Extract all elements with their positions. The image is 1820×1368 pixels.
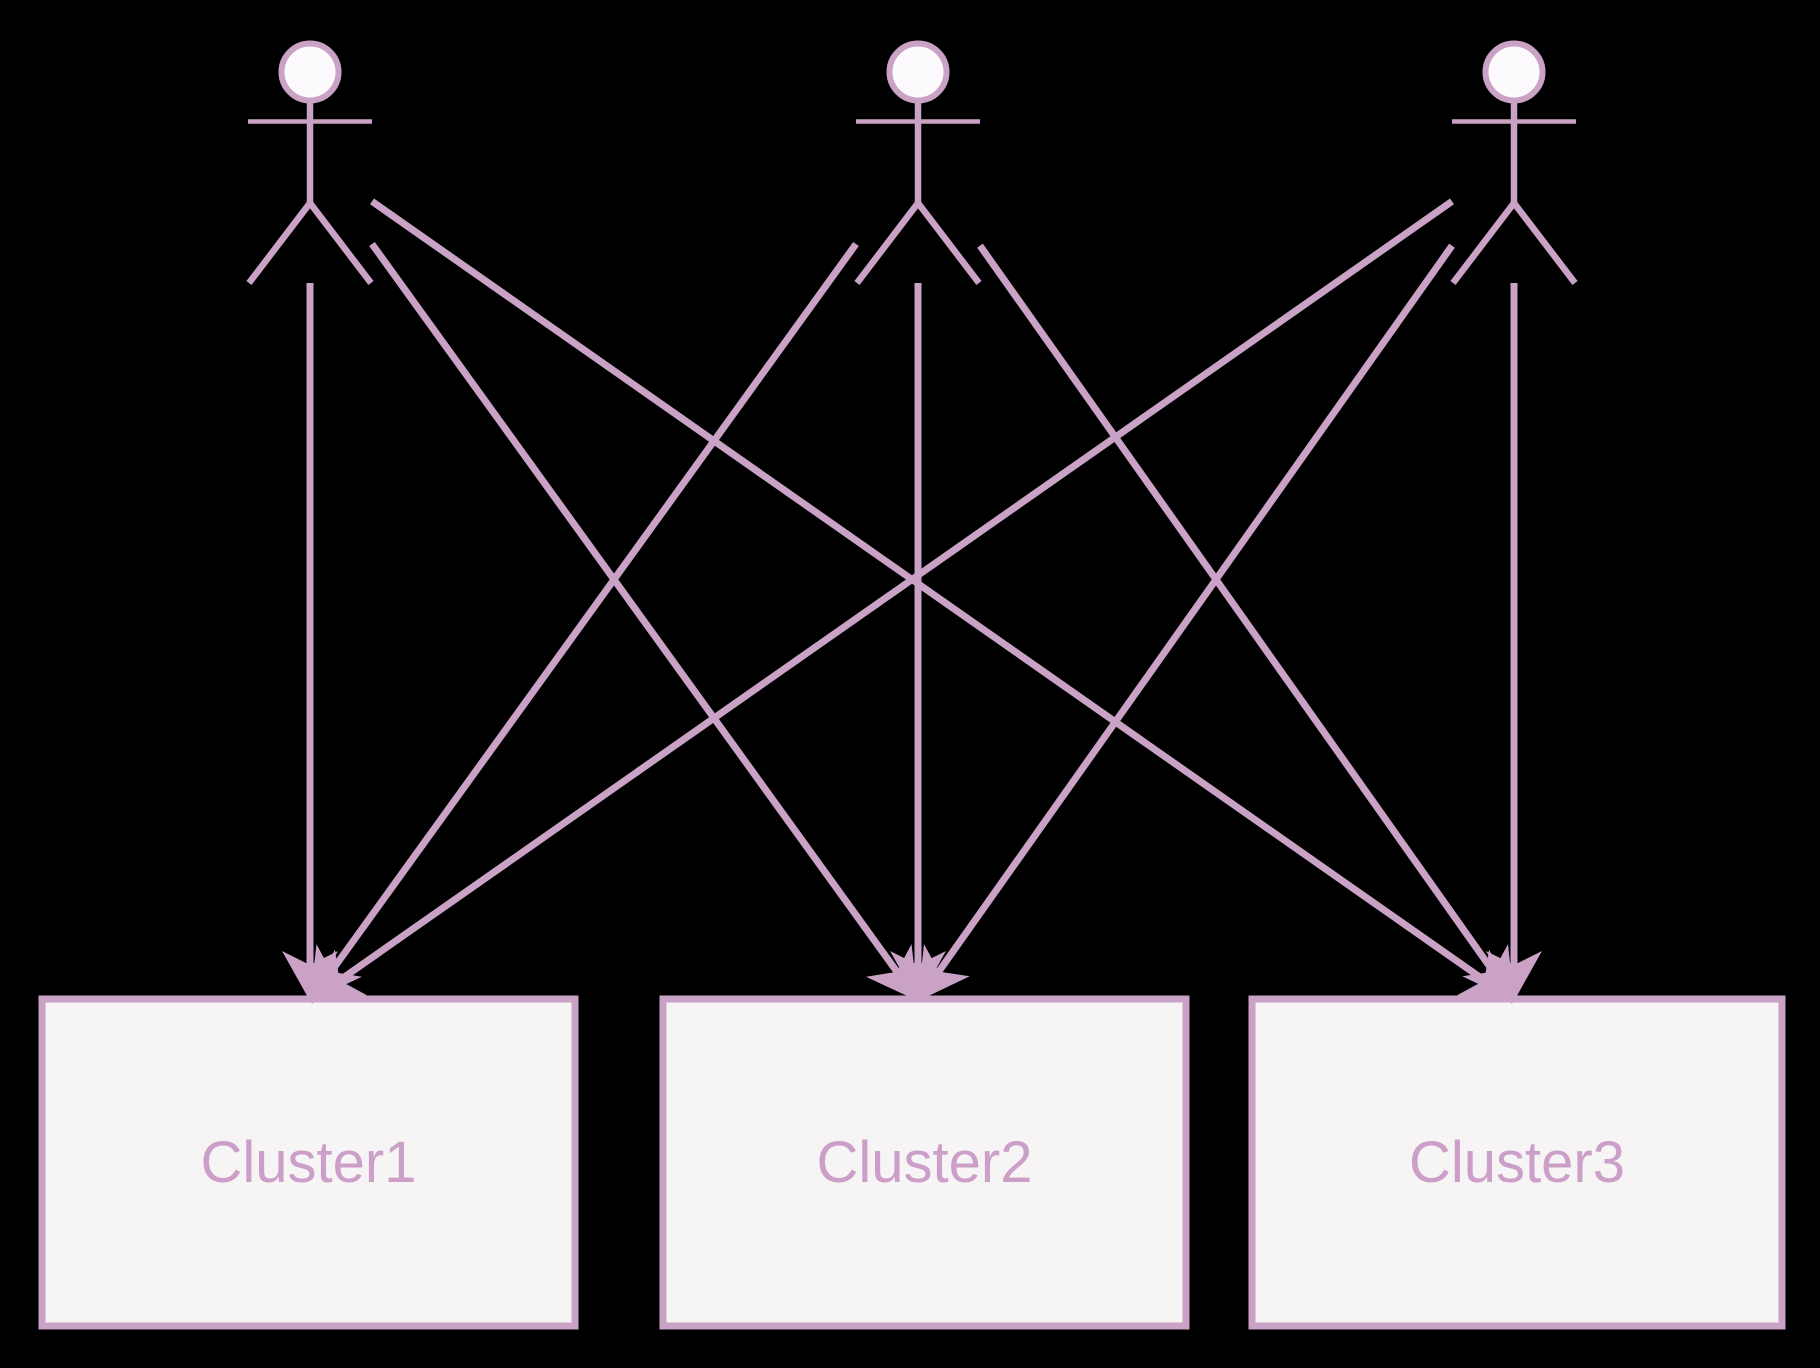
edge-actor1-cluster1 [282, 283, 338, 1001]
edge-line-actor1-cluster3 [369, 198, 1517, 1004]
cluster-box-cluster2 [659, 995, 1190, 1330]
cluster-node-cluster2: Cluster2 [659, 995, 1190, 1330]
actor-leg-left-actor1 [246, 201, 313, 285]
actor-head-icon-actor1 [278, 40, 342, 104]
cluster-node-cluster1: Cluster1 [38, 995, 579, 1330]
actor-leg-right-actor3 [1511, 201, 1578, 285]
arrowhead-icon-actor3-cluster1 [310, 949, 367, 1001]
cluster-label-cluster2: Cluster2 [817, 1130, 1033, 1195]
actor-actor1 [246, 40, 374, 285]
edge-line-actor2-cluster1 [307, 241, 859, 1004]
cluster-node-cluster3: Cluster3 [1248, 995, 1786, 1330]
edge-actor1-cluster3 [369, 198, 1517, 1004]
arrowhead-icon-actor3-cluster2 [918, 944, 970, 1001]
edge-actor1-cluster2 [369, 241, 921, 1004]
edge-line-actor2-cluster3 [977, 243, 1517, 1004]
actor-actor3 [1450, 40, 1578, 285]
arrowhead-icon-actor1-cluster2 [866, 944, 918, 1001]
edge-actor3-cluster2 [915, 243, 1455, 1004]
edge-actor2-cluster1 [307, 241, 859, 1004]
edge-line-actor3-cluster2 [915, 243, 1455, 1004]
actor-leg-left-actor3 [1450, 201, 1517, 285]
actor-leg-right-actor2 [915, 201, 982, 285]
edge-actor3-cluster3 [1486, 283, 1542, 1001]
cluster-box-cluster1 [38, 995, 579, 1330]
edge-actor2-cluster2 [890, 283, 946, 1001]
cluster-label-cluster1: Cluster1 [201, 1130, 417, 1195]
actor-actor2 [854, 40, 982, 285]
arrowhead-icon-actor3-cluster3 [1486, 951, 1542, 1001]
edge-line-actor1-cluster2 [369, 241, 921, 1004]
actor-leg-left-actor2 [854, 201, 921, 285]
arrowhead-icon-actor2-cluster3 [1462, 944, 1514, 1001]
edge-actor2-cluster3 [977, 243, 1517, 1004]
edge-line-actor3-cluster1 [307, 198, 1455, 1004]
cluster-label-cluster3: Cluster3 [1409, 1130, 1625, 1195]
actor-head-icon-actor2 [886, 40, 950, 104]
actor-leg-right-actor1 [307, 201, 374, 285]
actor-head-icon-actor3 [1482, 40, 1546, 104]
edge-actor3-cluster1 [307, 198, 1455, 1004]
